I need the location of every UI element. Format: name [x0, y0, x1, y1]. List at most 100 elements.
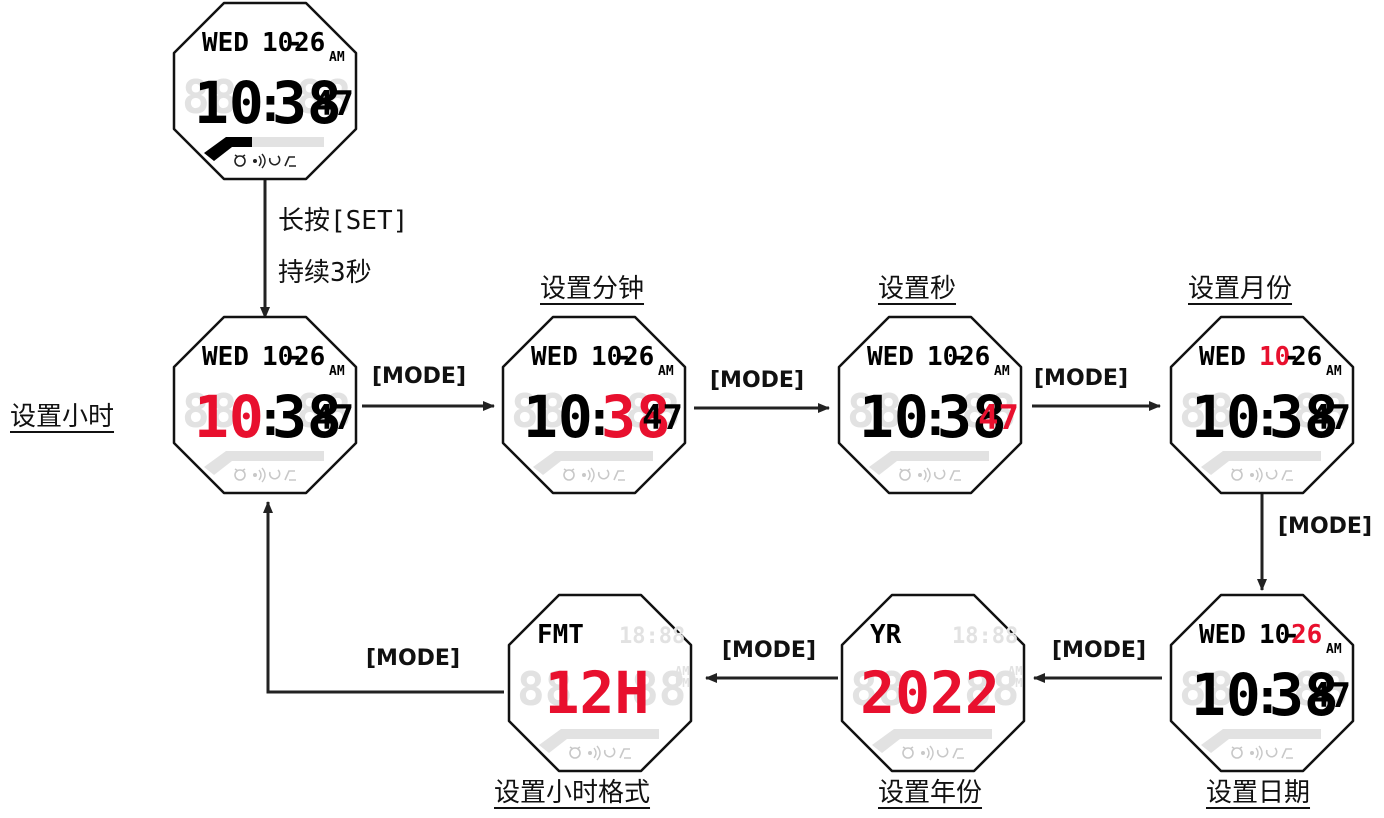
label-set-minute: 设置分钟: [540, 274, 645, 304]
minute-digits: 38: [272, 383, 342, 451]
alarm-clock-icon: [563, 468, 575, 481]
main-digits: 12H: [545, 659, 650, 727]
chime-icon: [1250, 467, 1263, 483]
ghost-digits: 88: [296, 384, 351, 438]
watch-bezel: [837, 315, 1023, 495]
alarm-clock-icon: [569, 746, 581, 759]
mode-button-label: [MODE]: [1052, 638, 1146, 663]
main-digits: 2022: [860, 659, 1000, 727]
top-row-segment: -: [287, 28, 303, 58]
second-digits: 47: [313, 84, 354, 124]
icon-row: [234, 467, 296, 483]
ghost-digits: 88: [1179, 384, 1234, 438]
label-set-month: 设置月份: [1188, 274, 1293, 304]
long-press-instruction-line1: 长按[SET]: [278, 206, 409, 236]
alarm-clock-icon: [1231, 468, 1243, 481]
timer-icon: [936, 747, 949, 758]
progress-band-fill: [204, 137, 252, 161]
hour-digits: 10: [1191, 383, 1261, 451]
colon: :: [1253, 391, 1282, 447]
mode-button-label: [MODE]: [372, 364, 466, 389]
top-row-segment: 10: [591, 342, 622, 372]
ghost-digits: 88: [1179, 662, 1234, 716]
watch-bezel: [1169, 593, 1355, 773]
top-row-segment: -: [952, 342, 968, 372]
hour-digits: 10: [194, 383, 264, 451]
alarm-clock-icon: [902, 746, 914, 759]
colon: :: [1253, 669, 1282, 725]
top-row-segment: WED: [867, 342, 914, 372]
top-row-segment: 10: [262, 342, 293, 372]
minute-digits: 38: [1269, 383, 1339, 451]
colon: :: [585, 391, 614, 447]
timer-icon: [597, 469, 610, 480]
label-set-second: 设置秒: [878, 274, 957, 304]
top-row-segment: WED: [1199, 620, 1246, 650]
top-row-segment: 26: [623, 342, 654, 372]
mode-button-label: [MODE]: [1034, 366, 1128, 391]
watch-bezel: [507, 593, 693, 773]
timer-icon: [933, 469, 946, 480]
icon-row: [1231, 467, 1293, 483]
ghost-digits: 88: [182, 70, 237, 124]
second-digits: 47: [642, 398, 683, 438]
chime-icon: [253, 153, 266, 169]
ghost-digits: 88: [511, 384, 566, 438]
ghost-digits: 88: [850, 662, 905, 716]
long-press-instruction-line2: 持续3秒: [278, 258, 372, 288]
second-digits: 47: [1310, 676, 1351, 716]
top-row-segment: WED: [202, 28, 249, 58]
alarm-clock-icon: [899, 468, 911, 481]
hour-digits: 10: [523, 383, 593, 451]
label-set-year: 设置年份: [878, 778, 983, 808]
mode-button-label: [MODE]: [722, 638, 816, 663]
top-row-segment: 26: [294, 342, 325, 372]
top-row-segment: 26: [959, 342, 990, 372]
am-indicator: AM: [1326, 642, 1342, 657]
watch-bezel: [1169, 315, 1355, 495]
icon-row: [569, 745, 631, 761]
arrow-format-to-hour: [263, 501, 504, 694]
hour-digits: 10: [194, 69, 264, 137]
am-indicator: AM: [658, 364, 674, 379]
top-row-segment: FMT: [537, 620, 584, 650]
ghost-pm: PM: [1008, 676, 1022, 690]
chime-icon: [918, 467, 931, 483]
chime-icon: [582, 467, 595, 483]
top-row-segment: WED: [202, 342, 249, 372]
second-digits: 47: [1310, 398, 1351, 438]
stopwatch-icon: [1281, 748, 1293, 759]
timer-icon: [1265, 747, 1278, 758]
top-row-segment: 10: [1259, 342, 1290, 372]
progress-band: [872, 729, 992, 753]
chime-icon: [921, 745, 934, 761]
stopwatch-icon: [613, 470, 625, 481]
second-digits: 47: [978, 398, 1019, 438]
mode-button-label: [MODE]: [1278, 514, 1372, 539]
icon-row: [902, 745, 964, 761]
stopwatch-icon: [949, 470, 961, 481]
ghost-digits: 88: [964, 662, 1019, 716]
watch-bezel: [501, 315, 687, 495]
progress-band: [1201, 451, 1321, 475]
am-indicator: AM: [329, 50, 345, 65]
ghost-top-digits: 18:88: [619, 624, 685, 649]
chime-icon: [588, 745, 601, 761]
ghost-digits: 88: [182, 384, 237, 438]
top-row-segment: -: [1284, 620, 1300, 650]
top-row-segment: 10: [1259, 620, 1290, 650]
colon: :: [256, 77, 285, 133]
colon: :: [921, 391, 950, 447]
top-row-segment: WED: [531, 342, 578, 372]
flow-arrows: [260, 178, 1267, 694]
top-row-segment: YR: [870, 620, 902, 650]
icon-row: [1231, 745, 1293, 761]
ghost-digits: 88: [1293, 662, 1348, 716]
watch-bezel: [172, 315, 358, 495]
second-digits: 47: [313, 398, 354, 438]
stopwatch-icon: [284, 470, 296, 481]
